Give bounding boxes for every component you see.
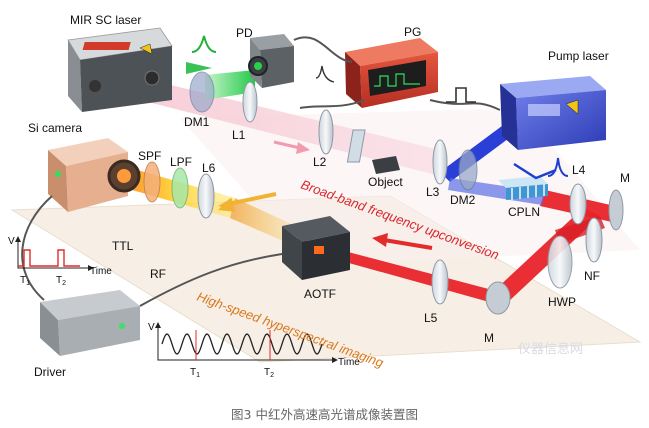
label-l6: L6 bbox=[202, 161, 216, 175]
cable-pg-left bbox=[299, 99, 365, 109]
label-driver: Driver bbox=[34, 365, 66, 379]
label-cpln: CPLN bbox=[508, 205, 540, 219]
driver-box bbox=[40, 290, 140, 356]
watermark: 仪器信息网 bbox=[518, 342, 584, 357]
ttl-plot-t2-sub: 2 bbox=[62, 280, 66, 287]
label-l2: L2 bbox=[313, 155, 327, 169]
aotf-filter bbox=[282, 216, 350, 280]
label-m-bottom: M bbox=[484, 331, 494, 345]
blue-arrow-icon bbox=[513, 162, 557, 180]
pd-detector bbox=[248, 34, 294, 88]
m-bottom-mirror bbox=[485, 281, 511, 315]
m-top-mirror bbox=[608, 189, 624, 231]
label-hwp: HWP bbox=[548, 295, 576, 309]
l4-lens bbox=[569, 183, 587, 225]
yellow-arrow-shaft bbox=[227, 192, 277, 206]
rf-plot-t2-sub: 2 bbox=[270, 372, 274, 379]
label-dm1: DM1 bbox=[184, 115, 210, 129]
green-beam bbox=[205, 70, 255, 100]
red-arrow-shaft bbox=[383, 238, 433, 250]
dm1-optic bbox=[189, 71, 215, 113]
label-lpf: LPF bbox=[170, 155, 192, 169]
l5-lens bbox=[431, 259, 449, 305]
label-ttl: TTL bbox=[112, 239, 134, 253]
cable-pd-pg bbox=[293, 36, 353, 63]
lpf-filter bbox=[171, 167, 189, 209]
label-pump-laser: Pump laser bbox=[548, 49, 609, 63]
label-nf: NF bbox=[584, 269, 600, 283]
si-camera bbox=[48, 138, 141, 212]
object-stage bbox=[346, 129, 400, 174]
label-l5: L5 bbox=[424, 311, 438, 325]
cpln-crystal bbox=[498, 176, 548, 200]
arrow-icon bbox=[186, 62, 212, 74]
nf-filter bbox=[585, 217, 603, 263]
pink-arrowhead bbox=[296, 142, 310, 154]
rf-sine-wave bbox=[161, 333, 323, 355]
pink-arrow-shaft bbox=[273, 140, 301, 150]
cable-aotf-driver bbox=[139, 253, 283, 307]
ttl-plot-t1: T1 bbox=[20, 275, 30, 287]
label-mir-sc-laser: MIR SC laser bbox=[70, 13, 141, 27]
mir-beam bbox=[140, 80, 440, 176]
trigger-pulse-icon bbox=[446, 87, 476, 103]
ttl-plot-v: V bbox=[8, 236, 15, 247]
l2-lens bbox=[318, 109, 334, 155]
l3-lens bbox=[432, 139, 448, 185]
ttl-plot bbox=[15, 236, 94, 271]
label-object: Object bbox=[368, 175, 403, 189]
yellow-arrowhead bbox=[218, 198, 234, 210]
red-arrowhead bbox=[372, 233, 388, 247]
pg-generator bbox=[345, 38, 438, 108]
rf-plot-time: Time bbox=[338, 357, 360, 368]
label-l1: L1 bbox=[232, 128, 246, 142]
rf-plot-t1-sub: 1 bbox=[196, 372, 200, 379]
label-si-camera: Si camera bbox=[28, 121, 82, 135]
pump-laser bbox=[500, 76, 606, 150]
blue-pulse-icon bbox=[547, 157, 569, 177]
dm2-optic bbox=[458, 149, 478, 191]
pulse-icon bbox=[191, 35, 217, 53]
spf-filter bbox=[143, 161, 161, 203]
label-l3: L3 bbox=[426, 185, 440, 199]
label-aotf: AOTF bbox=[304, 287, 336, 301]
figure-caption: 图3 中红外高速高光谱成像装置图 bbox=[231, 407, 418, 422]
label-l4: L4 bbox=[572, 163, 586, 177]
label-dm2: DM2 bbox=[450, 193, 476, 207]
ttl-plot-t2: T2 bbox=[56, 275, 66, 287]
hwp-plate bbox=[547, 235, 573, 289]
label-rf: RF bbox=[150, 267, 166, 281]
rf-plot-t1: T1 bbox=[190, 367, 200, 379]
label-pd: PD bbox=[236, 26, 253, 40]
rf-plot-t2: T2 bbox=[264, 367, 274, 379]
cable-pg-pump bbox=[429, 99, 501, 111]
label-pg: PG bbox=[404, 25, 421, 39]
cable-camera-driver bbox=[21, 195, 53, 301]
l1-lens bbox=[242, 81, 258, 123]
label-spf: SPF bbox=[138, 149, 161, 163]
rf-plot-v: V bbox=[148, 322, 155, 333]
mir-sc-laser bbox=[67, 27, 173, 112]
label-m-top: M bbox=[620, 171, 630, 185]
ttl-plot-t1-sub: 1 bbox=[26, 280, 30, 287]
pd-signal-icon bbox=[315, 65, 335, 83]
ttl-plot-time: Time bbox=[90, 266, 112, 277]
l6-lens bbox=[197, 173, 215, 219]
rf-plot bbox=[155, 322, 338, 363]
